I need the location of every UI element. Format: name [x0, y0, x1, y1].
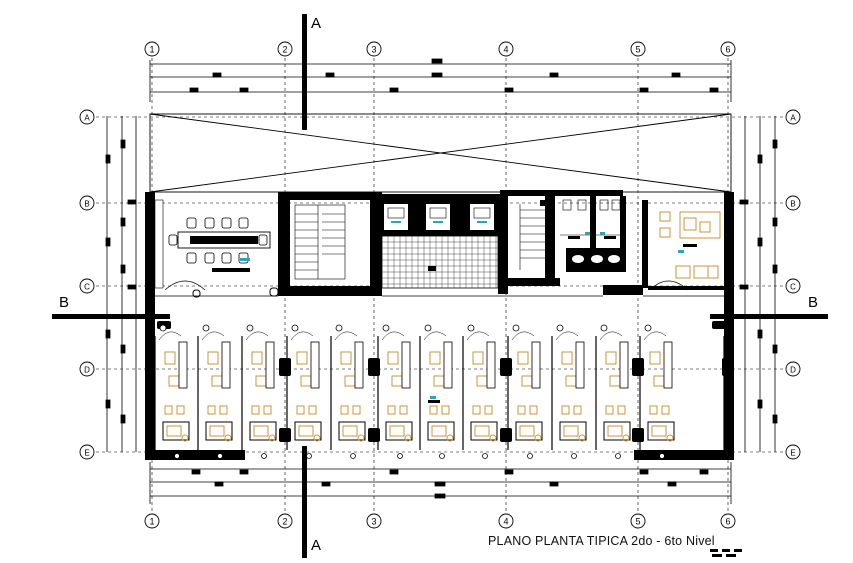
office-module	[462, 324, 498, 459]
grid-label-row: D	[84, 366, 90, 375]
grid-bubble-row	[785, 361, 801, 377]
grid-label-row: A	[84, 114, 90, 123]
grid-label-row: C	[84, 283, 90, 292]
grid-bubble-column	[630, 41, 646, 57]
office-module	[154, 324, 190, 459]
grid-label-row: D	[790, 366, 796, 375]
grid-bubble-row	[79, 444, 95, 460]
top-dimension-lines	[149, 58, 732, 102]
elevator-marks	[391, 221, 487, 223]
grid-bubble-row	[785, 109, 801, 125]
grid-bubble-column	[498, 513, 514, 529]
grid-bubble-row	[785, 195, 801, 211]
office-module	[595, 324, 631, 459]
bottom-dimension-lines	[149, 462, 732, 504]
grid-bubble-row	[785, 444, 801, 460]
grid-label-row: C	[790, 283, 796, 292]
building-core	[278, 190, 560, 296]
manager-office	[642, 200, 728, 291]
grid-label-column: 6	[725, 517, 730, 527]
meeting-room	[154, 199, 279, 298]
grid-bubble-row	[785, 278, 801, 294]
grid-bubble-column	[720, 41, 736, 57]
section-label-a-bottom: A	[311, 537, 322, 554]
grid-bubble-column	[144, 513, 160, 529]
office-module	[377, 324, 413, 459]
grid-label-column: 2	[282, 45, 287, 55]
grid-bubble-row	[79, 361, 95, 377]
grid-bubble-row	[79, 195, 95, 211]
grid-label-column: 1	[149, 517, 154, 527]
lobby-tiles	[381, 235, 499, 289]
structural-column	[368, 358, 380, 376]
office-module	[286, 324, 322, 459]
grid-bubble-column	[277, 41, 293, 57]
grid-label-column: 2	[282, 517, 287, 527]
grid-label-row: B	[84, 200, 89, 209]
section-cut-A	[302, 14, 307, 558]
terrace-void	[149, 113, 732, 193]
grid-bubble-column	[720, 513, 736, 529]
office-module	[639, 324, 675, 459]
grid-label-row: E	[790, 449, 795, 458]
office-module	[197, 324, 233, 459]
grid-bubble-column	[498, 41, 514, 57]
drawing-title: PLANO PLANTA TIPICA 2do - 6to Nivel	[488, 534, 715, 548]
left-dimension-lines	[105, 116, 137, 452]
office-module	[241, 324, 277, 459]
structural-column	[500, 358, 512, 376]
office-module	[551, 324, 587, 459]
structural-column	[368, 428, 380, 442]
grid-bubble-column	[144, 41, 160, 57]
structural-column	[632, 358, 644, 376]
grid-label-row: A	[790, 114, 796, 123]
restrooms	[555, 190, 643, 295]
grid-label-column: 5	[635, 517, 640, 527]
office-module	[419, 324, 455, 459]
grid-bubble-row	[79, 109, 95, 125]
office-module	[507, 324, 543, 459]
grid-label-column: 3	[371, 45, 376, 55]
scale-bar	[710, 549, 742, 557]
grid-bubble-column	[630, 513, 646, 529]
structural-column	[722, 358, 734, 376]
grid-label-column: 4	[503, 517, 508, 527]
office-modules	[154, 324, 734, 459]
grid-bubble-column	[277, 513, 293, 529]
grid-label-row: E	[84, 449, 89, 458]
grid-bubble-column	[366, 41, 382, 57]
stairs	[294, 204, 346, 280]
structural-column	[632, 428, 644, 442]
grid-label-column: 1	[149, 45, 154, 55]
structural-column	[500, 428, 512, 442]
section-label-b-left: B	[59, 294, 70, 311]
grid-label-column: 5	[635, 45, 640, 55]
structural-column	[279, 428, 291, 442]
structural-column	[279, 358, 291, 376]
grid-bubble-column	[366, 513, 382, 529]
exterior-walls	[145, 192, 734, 460]
grid-bubble-row	[79, 278, 95, 294]
grid-label-column: 3	[371, 517, 376, 527]
section-label-b-right: B	[808, 294, 819, 311]
right-dimension-lines	[739, 116, 778, 452]
grid-label-column: 6	[725, 45, 730, 55]
grid-label-row: B	[790, 200, 795, 209]
section-label-a-top: A	[311, 15, 322, 32]
grid-label-column: 4	[503, 45, 508, 55]
section-cut-B	[52, 314, 828, 319]
office-module	[330, 324, 366, 459]
